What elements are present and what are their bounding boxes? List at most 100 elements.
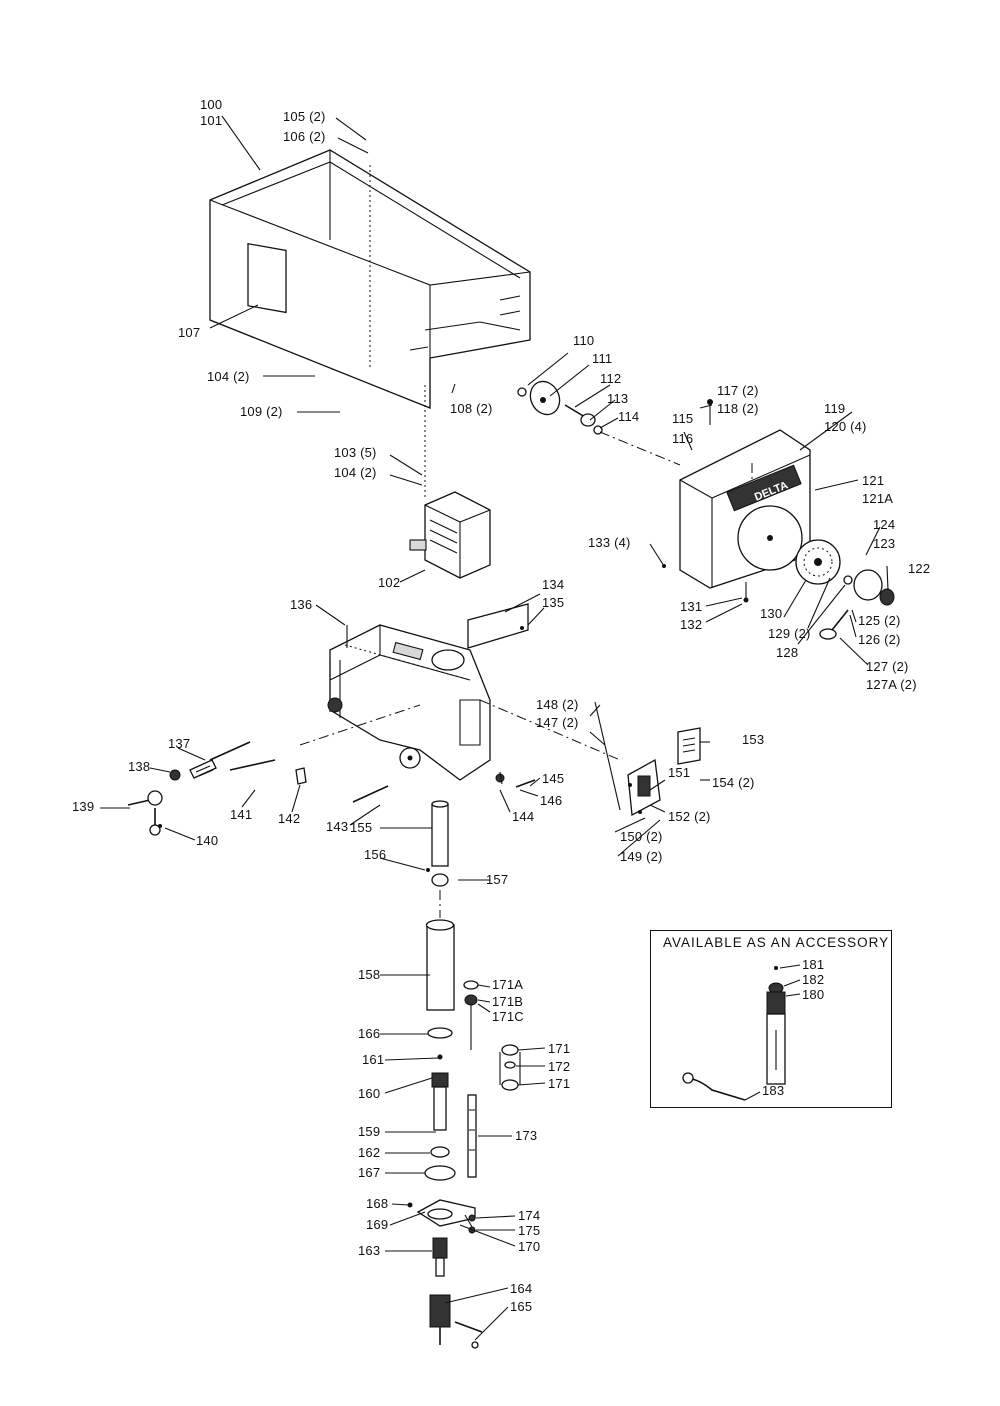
label-104b: 104 (2) (334, 465, 377, 480)
label-109: 109 (2) (240, 404, 283, 419)
label-152: 152 (2) (668, 809, 711, 824)
label-137: 137 (168, 736, 191, 751)
label-107: 107 (178, 325, 201, 340)
label-106: 106 (2) (283, 129, 326, 144)
pulley-parts (517, 380, 681, 466)
plate (467, 603, 529, 649)
label-102: 102 (378, 575, 401, 590)
leader-lines (100, 115, 889, 1341)
label-110: 110 (573, 333, 595, 348)
label-155: 155 (350, 820, 373, 835)
label-158: 158 (358, 967, 381, 982)
label-118: 118 (2) (717, 401, 759, 416)
label-169: 169 (366, 1217, 389, 1232)
label-138: 138 (128, 759, 151, 774)
label-111: 111 (592, 351, 613, 366)
label-148: 148 (2) (536, 697, 579, 712)
label-108: 108 (2) (450, 401, 493, 416)
label-121: 121 (862, 473, 885, 488)
label-127: 127 (2) (866, 659, 909, 674)
label-160: 160 (358, 1086, 381, 1101)
label-183: 183 (762, 1083, 785, 1098)
label-156: 156 (364, 847, 387, 862)
label-173: 173 (515, 1128, 538, 1143)
switch-assembly (594, 701, 701, 817)
label-116: 116 (672, 431, 694, 446)
label-171b: 171 (548, 1076, 571, 1091)
label-159: 159 (358, 1124, 381, 1139)
label-149: 149 (2) (620, 849, 663, 864)
label-132: 132 (680, 617, 703, 632)
label-146: 146 (540, 793, 563, 808)
label-142: 142 (278, 811, 301, 826)
label-165: 165 (510, 1299, 533, 1314)
label-124: 124 (873, 517, 896, 532)
label-166: 166 (358, 1026, 381, 1041)
label-162: 162 (358, 1145, 381, 1160)
label-174: 174 (518, 1208, 541, 1223)
label-171B: 171B (492, 994, 524, 1009)
label-182: 182 (802, 972, 825, 987)
label-150: 150 (2) (620, 829, 663, 844)
label-131: 131 (680, 599, 703, 614)
label-101: 101 (200, 113, 223, 128)
accessory-parts (682, 966, 786, 1101)
label-161: 161 (362, 1052, 385, 1067)
label-175: 175 (518, 1223, 541, 1238)
label-168: 168 (366, 1196, 389, 1211)
label-147: 147 (2) (536, 715, 579, 730)
accessory-box: AVAILABLE AS AN ACCESSORY (650, 930, 892, 1108)
label-134: 134 (542, 577, 565, 592)
label-144: 144 (512, 809, 535, 824)
label-120: 120 (4) (824, 419, 867, 434)
label-171A: 171A (492, 977, 524, 992)
label-112: 112 (600, 371, 622, 386)
label-114: 114 (618, 409, 640, 424)
label-115: 115 (672, 411, 694, 426)
label-123: 123 (873, 536, 896, 551)
label-157: 157 (486, 872, 509, 887)
label-154: 154 (2) (712, 775, 755, 790)
accessory-title: AVAILABLE AS AN ACCESSORY (663, 935, 890, 950)
label-172: 172 (548, 1059, 571, 1074)
feed-hub (795, 539, 895, 640)
label-129: 129 (2) (768, 626, 811, 641)
label-103: 103 (5) (334, 445, 377, 460)
label-171a: 171 (548, 1041, 571, 1056)
label-181: 181 (802, 957, 825, 972)
label-128: 128 (776, 645, 799, 660)
motor (409, 385, 491, 579)
pinion-handle (127, 741, 536, 836)
label-163: 163 (358, 1243, 381, 1258)
depth-stop (463, 980, 521, 1234)
label-130: 130 (760, 606, 783, 621)
label-135: 135 (542, 595, 565, 610)
label-126: 126 (2) (858, 632, 901, 647)
label-167: 167 (358, 1165, 381, 1180)
label-141: 141 (230, 807, 253, 822)
label-119: 119 (824, 401, 846, 416)
label-122: 122 (908, 561, 931, 576)
label-113: 113 (607, 391, 629, 406)
quill-assembly (407, 800, 483, 1349)
head-casting (299, 624, 621, 781)
belt-guard (209, 149, 531, 409)
label-104a: 104 (2) (207, 369, 250, 384)
label-153: 153 (742, 732, 765, 747)
head-cover: DELTA (662, 399, 811, 603)
label-125: 125 (2) (858, 613, 901, 628)
label-140: 140 (196, 833, 219, 848)
label-127A: 127A (2) (866, 677, 917, 692)
label-170: 170 (518, 1239, 541, 1254)
label-164: 164 (510, 1281, 533, 1296)
label-136: 136 (290, 597, 313, 612)
label-151: 151 (668, 765, 691, 780)
label-180: 180 (802, 987, 825, 1002)
label-121A: 121A (862, 491, 894, 506)
label-145: 145 (542, 771, 565, 786)
label-105: 105 (2) (283, 109, 326, 124)
label-143: 143 (326, 819, 349, 834)
label-139: 139 (72, 799, 95, 814)
label-133: 133 (4) (588, 535, 631, 550)
